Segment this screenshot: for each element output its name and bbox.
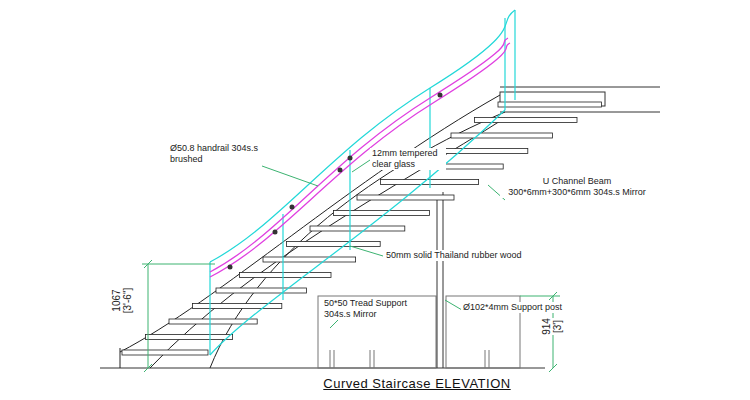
stair-tread <box>498 102 602 107</box>
dimension-value: [3'] <box>553 317 564 334</box>
stair-tread <box>451 133 552 138</box>
dimension-value: 914 <box>541 316 552 337</box>
stair-tread <box>475 118 578 123</box>
stair-tread <box>287 242 381 247</box>
support-label: 50*50 Tread Support 304s.s Mirror <box>322 298 426 320</box>
dimension-value: [3'-6"] <box>123 285 134 314</box>
dimension-value: 1067 <box>111 287 122 313</box>
stair-tread <box>310 226 405 231</box>
handrail-label: Ø50.8 handrail 304s.s brushed <box>168 143 270 165</box>
stair-tread <box>240 273 332 278</box>
tread-label: 50mm solid Thailand rubber wood <box>384 250 548 261</box>
stair-tread <box>146 335 233 340</box>
post-label: Ø102*4mm Support post <box>461 302 585 313</box>
stair-tread <box>122 350 208 355</box>
beam-label: U Channel Beam 300*6mm+300*6mm 304s.s Mi… <box>500 176 654 198</box>
drawing-title: Curved Staircase ELEVATION <box>323 376 510 391</box>
stair-tread <box>193 304 282 309</box>
stair-tread <box>263 257 356 262</box>
glass-label: 12mm tempered clear glass <box>370 148 446 170</box>
stair-tread <box>216 288 306 293</box>
stair-tread <box>334 211 430 216</box>
